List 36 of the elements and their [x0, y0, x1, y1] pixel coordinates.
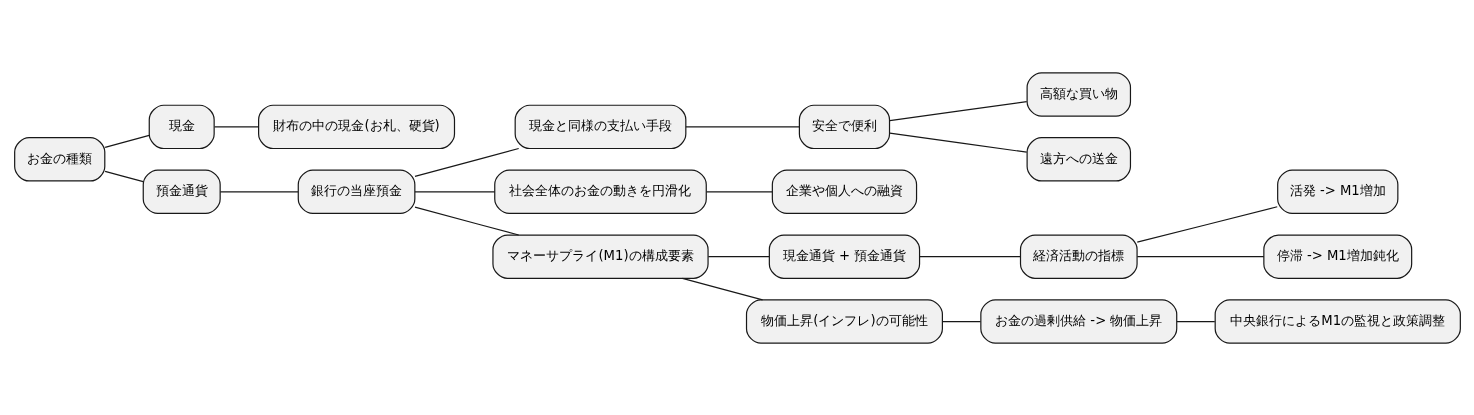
connector [684, 125, 800, 127]
connector [413, 147, 519, 177]
node-box: 現金と同様の支払い手段 [514, 104, 686, 149]
node-box: 物価上昇(インフレ)の可能性 [745, 298, 943, 344]
connector [104, 134, 150, 148]
node-box: 現金 [148, 104, 215, 149]
connector [707, 255, 770, 257]
node-box: 遠方への送金 [1026, 136, 1131, 182]
connector [888, 100, 1027, 121]
connector [681, 277, 763, 300]
connector [413, 190, 495, 192]
node-box: 銀行の当座預金 [297, 169, 415, 214]
connector [1136, 255, 1264, 257]
node-box: 預金通貨 [142, 169, 221, 214]
node-box: 社会全体のお金の動きを円滑化 [493, 169, 707, 214]
node-box: 安全で便利 [798, 104, 890, 149]
connector [888, 131, 1027, 153]
node-box: お金の種類 [13, 136, 105, 182]
connector [1136, 205, 1278, 243]
node-box: マネーサプライ(M1)の構成要素 [491, 233, 709, 279]
node-box: 活発 -> M1増加 [1276, 169, 1398, 214]
connector [1175, 320, 1215, 322]
node-box: 停滞 -> M1増加鈍化 [1262, 233, 1412, 279]
connector [104, 170, 144, 182]
connector [219, 190, 299, 192]
node-box: 経済活動の指標 [1019, 233, 1138, 279]
connector [918, 255, 1021, 257]
connector [213, 125, 259, 127]
node-box: お金の過剰供給 -> 物価上昇 [979, 298, 1177, 344]
node-box: 企業や個人への融資 [771, 169, 917, 214]
node-box: 中央銀行によるM1の監視と政策調整 [1214, 298, 1461, 344]
node-box: 財布の中の現金(お札、硬貨) [257, 104, 455, 149]
connector [705, 190, 773, 192]
node-box: 高額な買い物 [1026, 71, 1131, 117]
connector [941, 320, 981, 322]
node-box: 現金通貨 + 預金通貨 [768, 233, 920, 279]
